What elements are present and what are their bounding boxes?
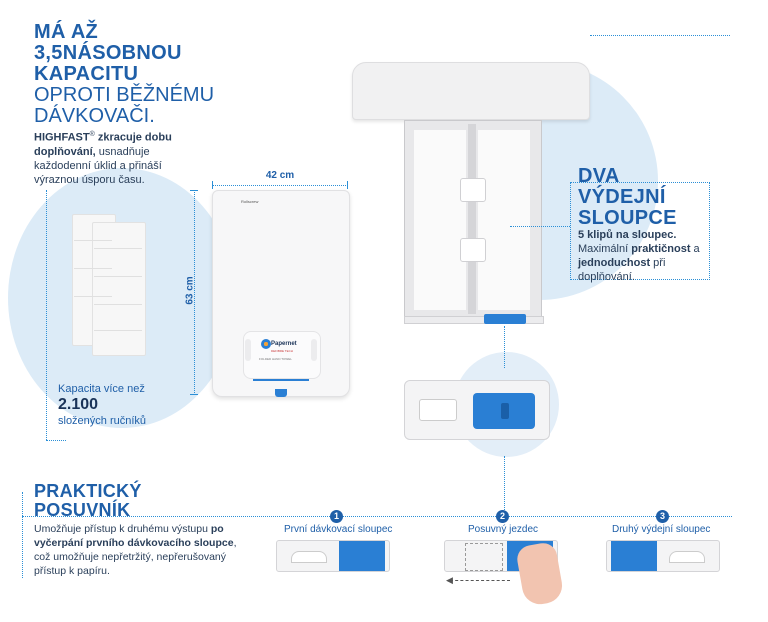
hero-line5: DÁVKOVAČI.: [34, 105, 155, 127]
slider-t3: což umožňuje nepřetržitý, nepřerušovaný: [34, 551, 227, 563]
slider-t1b: po: [210, 523, 224, 535]
top-dotted-line: [590, 35, 730, 36]
slider-text: Umožňuje přístup k druhému výstupu po vy…: [34, 522, 244, 578]
slider-guide: [22, 516, 732, 517]
slider-zoom-detail: [404, 380, 550, 440]
columns-b1: 5 klipů na sloupec.: [578, 229, 677, 241]
papernet-logo-icon: [261, 339, 271, 349]
columns-title2: VÝDEJNÍ: [578, 186, 666, 208]
dispenser-bottom-rail: [404, 316, 544, 324]
slider-guide-left: [22, 492, 23, 578]
hero-heading: MÁ AŽ 3,5NÁSOBNOU KAPACITU OPROTI BĚŽNÉM…: [34, 22, 214, 127]
towel-column-left: [414, 130, 466, 310]
columns-l2c: a: [690, 243, 700, 255]
capacity-line1: Kapacita více než: [58, 383, 145, 395]
dispenser-brand-top: Rollscrew: [241, 199, 259, 204]
step3-label: Druhý výdejní sloupec: [612, 524, 711, 535]
step3-illustration: [606, 540, 720, 572]
step2-arrow: [450, 580, 510, 581]
hero-p2: usnadňuje: [95, 145, 150, 158]
clip-lower: [460, 238, 486, 262]
step2-label: Posuvný jezdec: [468, 524, 539, 535]
slider-t2b: ,: [233, 537, 237, 549]
columns-heading: DVA VÝDEJNÍ SLOUPCE: [578, 166, 677, 229]
left-guide-vertical: [46, 190, 47, 440]
dispenser-outlet: [275, 389, 287, 397]
hero-line4: OPROTI BĚŽNÉMU: [34, 84, 215, 106]
step2-number: 2: [496, 510, 509, 523]
capacity-number: 2.100: [58, 396, 99, 413]
dispenser-blue-outlet: [484, 314, 526, 324]
columns-l3b: při: [650, 257, 666, 269]
slider-title1: PRAKTICKÝ: [34, 481, 142, 501]
dispenser-slider-strip: [253, 379, 309, 381]
columns-l2a: Maximální: [578, 243, 632, 255]
capacity-block: Kapacita více než 2.100 složených ručník…: [58, 382, 146, 428]
hero-p3: každodenní úklid a přináší: [34, 159, 162, 172]
columns-title3: SLOUPCE: [578, 207, 677, 229]
columns-box-right: [570, 182, 710, 280]
hero-p4: výraznou úsporu času.: [34, 173, 145, 186]
step1-illustration: [276, 540, 390, 572]
columns-text: 5 klipů na sloupec. Maximální praktičnos…: [578, 228, 708, 284]
step3-number: 3: [656, 510, 669, 523]
dispenser-window-left: [245, 339, 251, 361]
slider-t1: Umožňuje přístup k druhému výstupu: [34, 523, 211, 535]
height-label: 63 cm: [184, 276, 196, 305]
hero-p1: zkracuje dobu: [94, 131, 172, 144]
clip-upper: [460, 178, 486, 202]
dispenser-panel: [243, 331, 321, 379]
slider-connector: [504, 456, 505, 514]
dispenser-front: Rollscrew Papernet DEFIBRE TECH FOLDED H…: [212, 190, 350, 397]
papernet-logo: Papernet: [271, 341, 297, 347]
hero-line1: MÁ AŽ: [34, 21, 99, 43]
hero-line3: KAPACITU: [34, 63, 139, 85]
height-dimension: [190, 190, 200, 395]
papernet-sub: DEFIBRE TECH: [271, 349, 293, 353]
columns-l2b: praktičnost: [631, 243, 691, 255]
step1-label: První dávkovací sloupec: [284, 524, 393, 535]
step1-number: 1: [330, 510, 343, 523]
hero-line2: 3,5NÁSOBNOU: [34, 42, 182, 64]
dispenser-window-right: [311, 339, 317, 361]
dispenser-small-text: FOLDED HAND TOWEL: [259, 357, 292, 361]
columns-l3: jednoduchost: [578, 257, 651, 269]
slider-t2: vyčerpání prvního dávkovacího sloupce: [34, 537, 234, 549]
columns-l4: doplňování.: [578, 271, 635, 283]
columns-title1: DVA: [578, 165, 620, 187]
width-dimension: 42 cm: [212, 170, 348, 189]
reg-mark: ®: [89, 131, 95, 138]
slider-t4: přístup k papíru.: [34, 565, 110, 577]
hero-paragraph: HIGHFAST® zkracuje dobu doplňování, usna…: [34, 128, 184, 187]
zoom-connector: [504, 326, 505, 368]
arrow-left-icon: ◀: [446, 575, 453, 585]
slider-heading: PRAKTICKÝ POSUVNÍK: [34, 482, 142, 520]
columns-connector: [510, 226, 570, 227]
capacity-line3: složených ručníků: [58, 415, 147, 427]
zoom-window: [419, 399, 457, 421]
slider-title2: POSUVNÍK: [34, 500, 131, 520]
width-label: 42 cm: [265, 170, 295, 181]
hero-p2-bold: doplňování,: [34, 145, 96, 158]
brand-name: HIGHFAST: [34, 131, 90, 144]
towel-column-right: [478, 130, 530, 310]
dispenser-lid: [352, 62, 590, 120]
left-guide-horizontal: [46, 440, 66, 441]
